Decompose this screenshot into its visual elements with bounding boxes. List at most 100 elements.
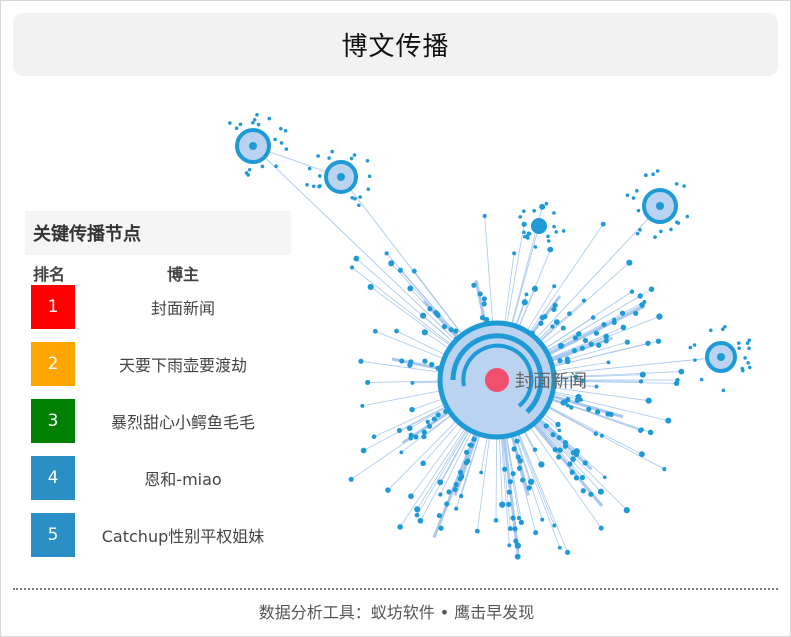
node — [579, 345, 585, 351]
node — [655, 169, 660, 173]
node — [357, 203, 361, 208]
node — [552, 446, 558, 453]
satellite-hub-core — [337, 173, 345, 181]
node — [479, 315, 486, 321]
node — [556, 435, 562, 441]
node — [522, 230, 526, 235]
node — [543, 423, 549, 429]
node — [626, 259, 633, 266]
node — [580, 378, 586, 384]
node — [481, 301, 487, 307]
node — [507, 526, 513, 531]
node — [720, 327, 725, 332]
node — [360, 447, 367, 454]
node — [318, 184, 322, 188]
node — [597, 488, 604, 495]
node — [234, 126, 239, 131]
node — [228, 121, 232, 125]
node — [429, 361, 435, 368]
node — [629, 289, 635, 294]
node — [353, 255, 360, 262]
node — [358, 195, 362, 199]
node — [533, 245, 538, 249]
node — [620, 324, 627, 331]
propagation-graph[interactable]: 封面新闻 — [201, 91, 781, 571]
node — [358, 358, 364, 364]
node — [588, 491, 594, 497]
node — [743, 356, 747, 360]
rank-row[interactable]: 5 Catchup性别平权姐妹 — [25, 513, 291, 570]
node — [506, 489, 512, 495]
node — [552, 523, 557, 528]
node — [639, 427, 644, 433]
node — [435, 412, 441, 418]
node — [555, 421, 561, 428]
node — [596, 342, 602, 348]
node — [484, 317, 490, 323]
rank-badge: 5 — [31, 513, 75, 557]
node — [565, 403, 570, 408]
node — [574, 397, 580, 403]
node — [410, 381, 415, 385]
node — [747, 338, 752, 343]
node — [560, 325, 566, 331]
node — [547, 247, 551, 252]
node — [659, 229, 663, 234]
node — [481, 296, 487, 302]
node — [453, 328, 459, 334]
node — [278, 126, 283, 131]
node — [638, 228, 642, 232]
node — [645, 340, 651, 346]
node — [422, 358, 428, 364]
node — [452, 486, 458, 493]
node — [407, 362, 413, 368]
node — [408, 493, 414, 500]
blogger-name: Catchup性别平权姐妹 — [101, 527, 265, 546]
node — [637, 293, 643, 299]
main-hub-inner-arc-2 — [461, 343, 534, 408]
node — [552, 302, 558, 308]
node — [414, 506, 421, 513]
node — [552, 211, 556, 215]
node — [468, 442, 474, 448]
node — [384, 251, 389, 256]
node — [600, 221, 606, 227]
rank-badge: 3 — [31, 399, 75, 443]
node — [602, 475, 607, 480]
node — [674, 182, 679, 186]
key-nodes-title: 关键传播节点 — [25, 211, 291, 255]
node — [571, 348, 578, 354]
node — [279, 141, 284, 145]
node — [740, 366, 745, 371]
node — [477, 291, 483, 297]
node — [564, 549, 571, 555]
node — [417, 517, 424, 524]
node — [518, 519, 525, 526]
node — [251, 120, 255, 125]
node — [546, 234, 550, 239]
node — [693, 358, 697, 362]
node — [593, 330, 599, 336]
node — [516, 465, 523, 471]
node — [531, 285, 539, 292]
node — [365, 159, 370, 163]
node — [349, 156, 354, 161]
node — [421, 329, 428, 336]
node — [639, 371, 646, 378]
node — [448, 327, 454, 333]
node — [638, 451, 645, 458]
column-headers: 排名 博主 — [25, 255, 291, 285]
main-hub-ring — [437, 320, 557, 440]
node — [651, 172, 655, 177]
node — [573, 374, 579, 380]
node — [669, 227, 673, 232]
node — [420, 460, 426, 466]
node — [638, 379, 644, 384]
node — [525, 236, 530, 240]
node — [526, 485, 532, 491]
node — [588, 341, 594, 347]
